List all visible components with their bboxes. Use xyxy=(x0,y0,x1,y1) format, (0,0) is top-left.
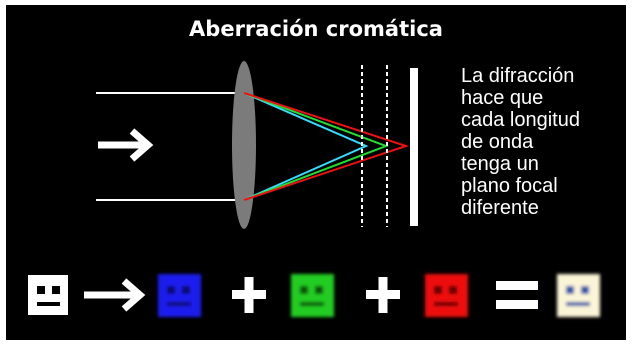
equation-arrow-icon xyxy=(84,278,146,312)
plus-icon-2 xyxy=(366,277,400,313)
caption-line: plano focal xyxy=(461,175,558,197)
caption-line: diferente xyxy=(461,197,539,219)
face-white-icon xyxy=(28,275,68,315)
diagram-title: Aberración cromática xyxy=(189,17,443,41)
caption-line: cada longitud xyxy=(461,109,580,131)
equals-icon xyxy=(496,281,538,309)
caption-text: La difracción hace que cada longitud de … xyxy=(461,65,621,219)
lens xyxy=(232,61,256,229)
direction-arrow-icon xyxy=(98,128,154,162)
face-blue-icon xyxy=(158,274,201,317)
face-red-icon xyxy=(425,274,468,317)
plus-icon-1 xyxy=(232,277,266,313)
caption-line: tenga un xyxy=(461,153,539,175)
caption-line: de onda xyxy=(461,131,534,153)
ray-red xyxy=(243,92,410,201)
diagram-panel: Aberración cromática La difracción hace … xyxy=(6,5,626,340)
optics-diagram xyxy=(28,61,600,317)
face-green-icon xyxy=(291,274,334,317)
caption-line: La difracción xyxy=(461,65,575,87)
caption-line: hace que xyxy=(461,87,544,109)
refracted-rays xyxy=(243,92,410,201)
ray-blue xyxy=(243,92,369,201)
focal-plane-solid xyxy=(410,68,418,226)
face-result-icon xyxy=(557,274,600,317)
